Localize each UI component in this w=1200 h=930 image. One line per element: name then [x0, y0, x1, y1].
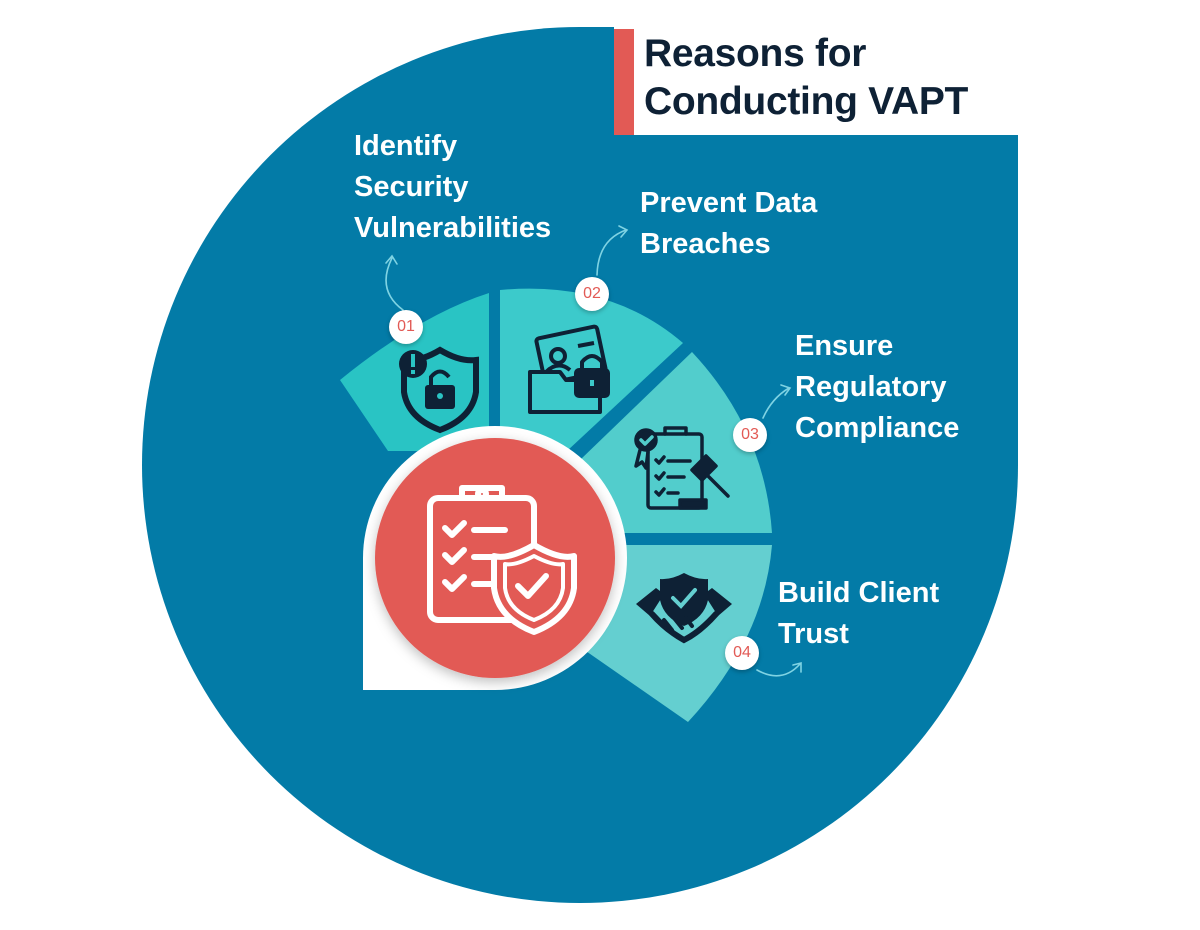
reason-2-label: Prevent Data Breaches	[640, 183, 817, 265]
reason-3-line-2: Regulatory	[795, 371, 947, 403]
reason-1-line-2: Security	[354, 171, 469, 203]
reason-3-line-3: Compliance	[795, 412, 960, 444]
reason-4-number: 04	[725, 636, 759, 670]
arrow-04	[756, 663, 801, 677]
handshake-shield-icon	[636, 573, 732, 644]
reason-2-line-1: Prevent Data	[640, 187, 818, 219]
title-line-1: Reasons for	[644, 32, 867, 75]
title-line-2: Conducting VAPT	[644, 80, 969, 123]
connector-arrows	[385, 225, 802, 677]
reason-2-number: 02	[575, 277, 609, 311]
reason-1-line-1: Identify	[354, 130, 458, 162]
reason-3-label: Ensure Regulatory Compliance	[795, 326, 959, 449]
reason-4-line-1: Build Client	[778, 577, 940, 609]
page-title: Reasons for Conducting VAPT	[644, 30, 1024, 126]
title-accent-bar	[614, 29, 634, 135]
title-box	[614, 27, 1018, 135]
reason-1-number: 01	[389, 310, 423, 344]
folder-id-card-lock-icon	[528, 324, 610, 414]
reason-1-line-3: Vulnerabilities	[354, 212, 552, 244]
reason-4-label: Build Client Trust	[778, 573, 939, 655]
reason-3-line-1: Ensure	[795, 330, 894, 362]
segment-3-wedge	[580, 352, 772, 533]
clipboard-shield-check-icon	[427, 485, 577, 635]
reason-2-line-2: Breaches	[640, 228, 771, 260]
arrow-02	[596, 229, 627, 276]
reason-1-label: Identify Security Vulnerabilities	[354, 126, 551, 249]
clipboard-gavel-certificate-icon	[634, 426, 730, 510]
arrow-03	[762, 387, 790, 419]
reason-4-line-2: Trust	[778, 618, 849, 650]
shield-lock-alert-icon	[399, 346, 479, 434]
arrow-01	[385, 257, 404, 311]
reason-3-number: 03	[733, 418, 767, 452]
